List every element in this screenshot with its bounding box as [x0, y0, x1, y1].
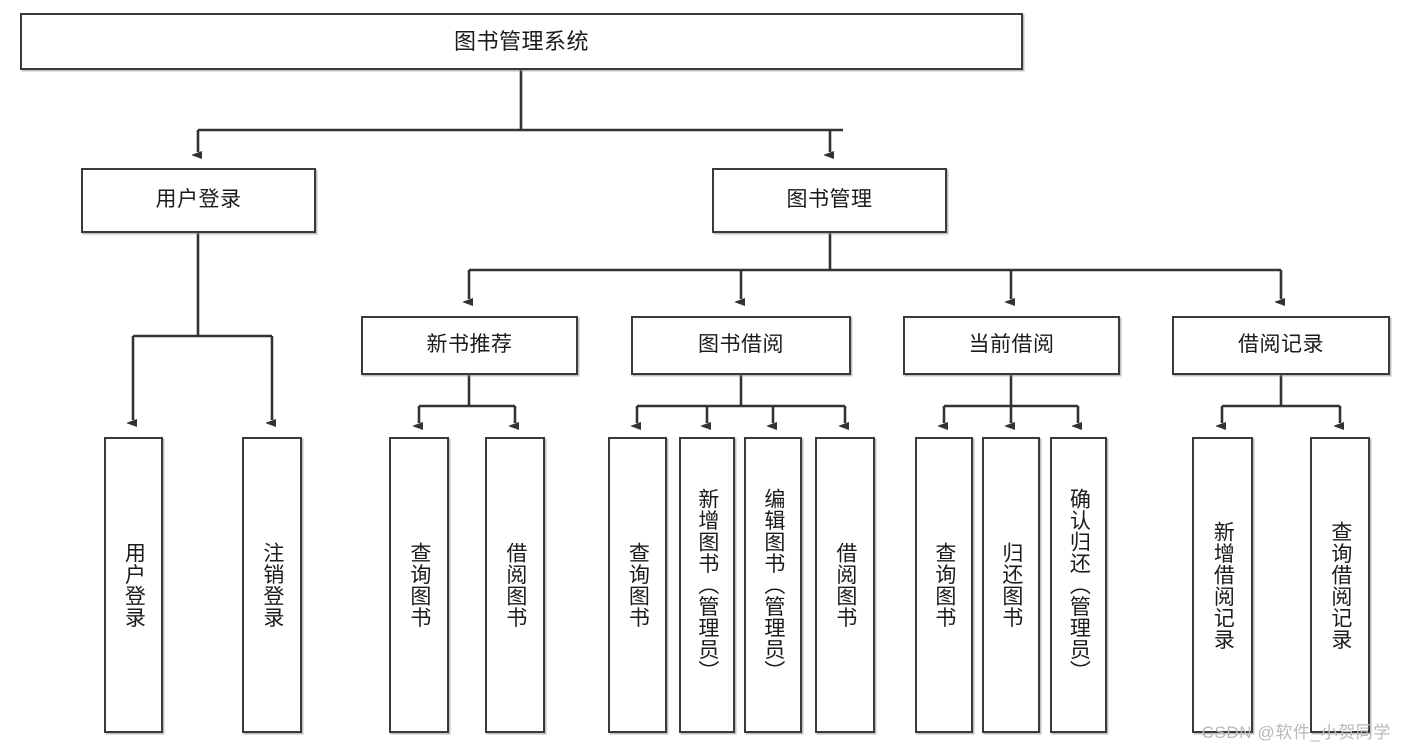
node-leaf-borrow-book-2[interactable]: 借阅图书 [815, 437, 875, 733]
node-leaf-confirm-return-label: 确认归还（管理员） [1067, 488, 1091, 682]
node-current-borrow-label: 当前借阅 [968, 333, 1055, 357]
node-new-book-rec[interactable]: 新书推荐 [361, 316, 578, 375]
node-leaf-query-record-label: 查询借阅记录 [1328, 520, 1352, 650]
node-leaf-user-login[interactable]: 用户登录 [104, 437, 163, 733]
node-leaf-query-book-1-label: 查询图书 [407, 542, 431, 628]
node-leaf-query-book-2[interactable]: 查询图书 [608, 437, 667, 733]
node-leaf-query-book-2-label: 查询图书 [626, 542, 650, 628]
node-leaf-return-book[interactable]: 归还图书 [982, 437, 1040, 733]
node-leaf-logout[interactable]: 注销登录 [242, 437, 302, 733]
node-leaf-return-book-label: 归还图书 [999, 542, 1023, 628]
node-root[interactable]: 图书管理系统 [20, 13, 1023, 70]
node-leaf-add-book[interactable]: 新增图书（管理员） [679, 437, 735, 733]
node-leaf-edit-book[interactable]: 编辑图书（管理员） [744, 437, 802, 733]
node-leaf-edit-book-label: 编辑图书（管理员） [761, 488, 785, 682]
node-leaf-query-record[interactable]: 查询借阅记录 [1310, 437, 1370, 733]
node-leaf-query-book-3-label: 查询图书 [932, 542, 956, 628]
node-book-manage[interactable]: 图书管理 [712, 168, 947, 233]
node-leaf-query-book-3[interactable]: 查询图书 [915, 437, 973, 733]
node-new-book-rec-label: 新书推荐 [426, 333, 513, 357]
node-user-login-label: 用户登录 [155, 188, 242, 212]
node-leaf-borrow-book-1-label: 借阅图书 [503, 542, 527, 628]
node-leaf-add-record[interactable]: 新增借阅记录 [1192, 437, 1253, 733]
node-leaf-confirm-return[interactable]: 确认归还（管理员） [1050, 437, 1107, 733]
node-borrow-record[interactable]: 借阅记录 [1172, 316, 1390, 375]
node-current-borrow[interactable]: 当前借阅 [903, 316, 1120, 375]
node-book-borrow-label: 图书借阅 [698, 333, 784, 357]
node-leaf-user-login-label: 用户登录 [122, 542, 146, 628]
node-root-label: 图书管理系统 [453, 28, 589, 54]
node-leaf-query-book-1[interactable]: 查询图书 [389, 437, 449, 733]
node-leaf-logout-label: 注销登录 [260, 542, 284, 628]
node-borrow-record-label: 借阅记录 [1238, 333, 1324, 357]
node-book-borrow[interactable]: 图书借阅 [631, 316, 851, 375]
node-leaf-borrow-book-1[interactable]: 借阅图书 [485, 437, 545, 733]
node-book-manage-label: 图书管理 [786, 188, 873, 212]
node-leaf-add-record-label: 新增借阅记录 [1211, 520, 1235, 650]
node-leaf-add-book-label: 新增图书（管理员） [695, 488, 719, 682]
node-user-login[interactable]: 用户登录 [81, 168, 316, 233]
node-leaf-borrow-book-2-label: 借阅图书 [833, 542, 857, 628]
